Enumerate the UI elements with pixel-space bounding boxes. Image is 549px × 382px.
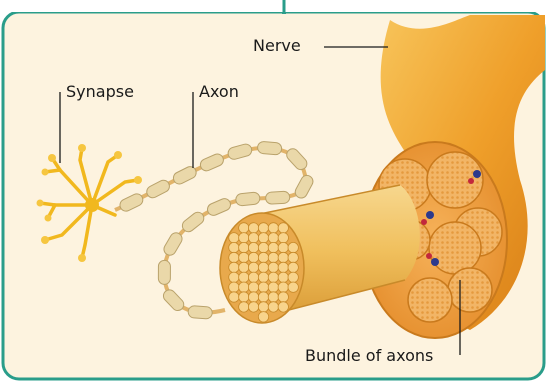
axon-fiber-end <box>288 262 298 272</box>
axon-fiber-end <box>239 292 249 302</box>
axon-fiber-end <box>229 282 239 292</box>
axon-fiber-end <box>288 242 298 252</box>
axon-fiber-end <box>229 292 239 302</box>
axon-fiber-end <box>288 272 298 282</box>
axon-fiber-end <box>268 282 278 292</box>
axon-fiber-end <box>258 242 268 252</box>
axon-fiber-end <box>278 223 288 233</box>
axon-fiber-end <box>248 233 258 243</box>
axon-fiber-end <box>239 272 249 282</box>
axon-fiber-end <box>278 302 288 312</box>
axon-fiber-end <box>229 272 239 282</box>
axon-fiber-end <box>239 282 249 292</box>
axon-fiber-end <box>268 233 278 243</box>
axon-fiber-end <box>278 282 288 292</box>
axon-fiber-end <box>278 252 288 262</box>
axon-fiber-end <box>239 233 249 243</box>
myelin-segment <box>257 141 282 155</box>
axon-fiber-end <box>258 312 268 322</box>
axon-fiber-end <box>248 223 258 233</box>
axon-fiber-end <box>258 252 268 262</box>
axon-fiber-end <box>248 272 258 282</box>
bundle-of-axons-label: Bundle of axons <box>305 348 433 364</box>
myelin-segment <box>158 260 170 284</box>
axon-fiber-end <box>258 302 268 312</box>
axon-fiber-end <box>278 272 288 282</box>
axon-fiber-end <box>268 252 278 262</box>
axon-fiber-end <box>268 223 278 233</box>
myelin-segment <box>235 192 260 206</box>
axon-fiber-end <box>248 292 258 302</box>
axon-fiber-end <box>268 242 278 252</box>
axon-fiber-end <box>239 262 249 272</box>
axon-fiber-end <box>268 272 278 282</box>
axon-fiber-end <box>229 242 239 252</box>
axon-fiber-end <box>248 252 258 262</box>
axon-fiber-end <box>229 252 239 262</box>
axon-fiber-end <box>258 233 268 243</box>
axon-fiber-end <box>278 292 288 302</box>
axon-fiber-end <box>278 262 288 272</box>
axon-fiber-end <box>258 292 268 302</box>
axon-fiber-end <box>288 252 298 262</box>
axon-fiber-end <box>258 262 268 272</box>
axon-fiber-end <box>278 233 288 243</box>
synapse-label: Synapse <box>66 84 134 100</box>
axon-fiber-end <box>268 262 278 272</box>
axon-fiber-end <box>258 282 268 292</box>
axon-fiber-end <box>248 302 258 312</box>
axon-fiber-end <box>239 302 249 312</box>
axon-fiber-end <box>248 262 258 272</box>
nerve-label: Nerve <box>253 38 301 54</box>
axon-fiber-end <box>248 282 258 292</box>
axon-fiber-end <box>258 272 268 282</box>
myelin-segment <box>265 191 290 204</box>
axon-fiber-end <box>229 233 239 243</box>
axon-label: Axon <box>199 84 239 100</box>
axon-fiber-end <box>239 242 249 252</box>
axon-fiber-end <box>229 262 239 272</box>
axon-fiber-end <box>258 223 268 233</box>
axon-fiber-end <box>278 242 288 252</box>
myelin-segment <box>188 305 213 319</box>
axon-fiber-end <box>268 292 278 302</box>
axon-fiber-end <box>288 282 298 292</box>
axon-fiber-end <box>239 223 249 233</box>
axon-fiber-end <box>268 302 278 312</box>
axon-fiber-end <box>248 242 258 252</box>
axon-fiber-end <box>239 252 249 262</box>
